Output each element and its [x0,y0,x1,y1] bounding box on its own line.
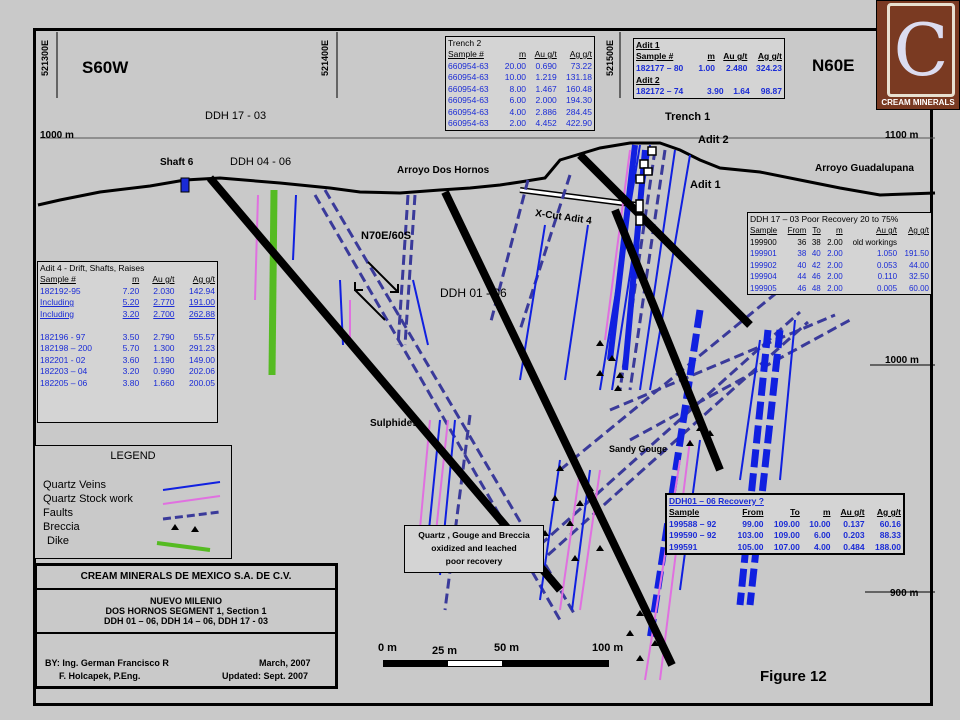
label-ddh0406: DDH 04 - 06 [230,156,292,168]
label-adit2: Adit 2 [698,134,729,146]
legend-symbols [156,481,221,552]
adit4-table: Adit 4 - Drift, Shafts, Raises Sample #m… [37,261,218,423]
shaft6-marker [180,177,190,193]
label-adit1: Adit 1 [690,179,721,191]
direction-right: N60E [812,56,855,75]
scale-25: 25 m [432,645,458,657]
direction-left: S60W [82,58,129,77]
company-name: CREAM MINERALS DE MEXICO S.A. DE C.V. [80,571,292,582]
scale-bar [383,660,609,667]
figure-label: Figure 12 [760,668,827,685]
easting-521500: 521500E [605,40,615,77]
quartz-veins [292,144,796,611]
cream-minerals-logo: C CREAM MINERALS [876,0,960,110]
logo-mark: C [887,3,955,97]
adit-markers [635,146,657,226]
legend-title: LEGEND [110,450,156,462]
date: March, 2007 [259,658,311,668]
segment-name: DOS HORNOS SEGMENT 1, Section 1 [105,606,267,616]
label-shaft6: Shaft 6 [160,157,194,168]
author2: F. Holcapek, P.Eng. [59,671,141,681]
elevation-1000-left: 1000 m [40,130,74,141]
drill-holes [206,152,753,667]
label-ddh0106: DDH 01 - 06 [440,286,507,300]
easting-521400: 521400E [320,40,330,77]
quartz-gouge-note: Quartz , Gouge and Breccia oxidized and … [404,525,544,573]
dike [268,189,278,376]
label-arroyo-dos-hornos: Arroyo Dos Hornos [397,165,490,176]
holes-list: DDH 01 – 06, DDH 14 – 06, DDH 17 - 03 [103,616,269,626]
legend-quartz-veins: Quartz Veins [43,479,106,491]
scale-0: 0 m [378,642,397,654]
legend-dike: Dike [47,535,70,547]
label-fault-orientation: N70E/60S [361,230,412,242]
label-arroyo-guadalupana: Arroyo Guadalupana [815,163,914,174]
elevation-1000-right: 1000 m [885,355,919,366]
breccia-symbols [541,340,714,661]
ddh1703-table: DDH 17 – 03 Poor Recovery 20 to 75% Samp… [747,212,932,295]
trench2-title: Trench 2 [448,38,482,48]
logo-text: CREAM MINERALS [881,98,955,107]
legend-stockwork: Quartz Stock work [43,493,133,505]
elevation-1100: 1100 m [885,130,919,141]
author: BY: Ing. German Francisco R [45,658,169,668]
label-ddh1703: DDH 17 - 03 [205,110,267,122]
grid-lines [40,32,935,593]
project-name: NUEVO MILENIO [149,596,222,606]
label-trench1: Trench 1 [665,111,711,123]
legend-breccia: Breccia [43,521,80,533]
elevation-900: 900 m [890,588,919,599]
legend-faults: Faults [43,507,73,519]
updated-date: Updated: Sept. 2007 [222,671,309,681]
scale-100: 100 m [592,642,624,654]
fault-motion-arrows [354,261,399,321]
scale-50: 50 m [494,642,520,654]
title-block: CREAM MINERALS DE MEXICO S.A. DE C.V. NU… [34,563,338,689]
label-sandy-gouge: Sandy Gouge [609,444,668,454]
legend: LEGEND Quartz Veins Quartz Stock work Fa… [34,445,232,559]
topography-line [37,141,936,207]
label-sulphides: Sulphides [370,418,418,429]
easting-521300: 521300E [40,40,50,77]
major-vein-faults [646,309,784,641]
